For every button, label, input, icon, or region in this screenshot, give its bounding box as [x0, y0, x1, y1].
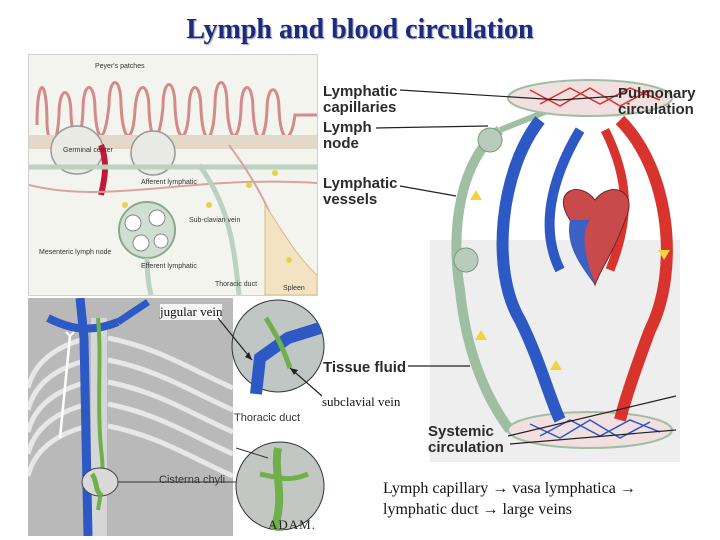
- label-thoracic-duct-small: Thoracic duct: [215, 281, 258, 288]
- intestine-lymph-drawing: [29, 55, 317, 295]
- label-thoracic-duct: Thoracic duct: [234, 412, 301, 424]
- label-peyers-patches: Peyer's patches: [95, 63, 145, 70]
- circulation-diagram: [430, 70, 680, 462]
- label-subclavial-vein: subclavial vein: [322, 394, 401, 410]
- label-cisterna-chyli: Cisterna chyli: [159, 474, 226, 486]
- pathway-caption: Lymph capillary → vasa lymphatica → lymp…: [383, 480, 636, 518]
- label-spleen: Spleen: [283, 285, 305, 292]
- label-germinal-center: Germinal center: [63, 147, 113, 154]
- label-afferent-lymphatic: Afferent lymphatic: [141, 179, 197, 186]
- label-efferent-lymphatic: Efferent lymphatic: [141, 263, 197, 270]
- label-tissue-fluid: Tissue fluid: [323, 359, 407, 376]
- label-subclavian-vein: Sub-clavian vein: [189, 217, 241, 224]
- thoracic-duct-illustration: jugular vein Thoracic duct Cisterna chyl…: [28, 298, 328, 536]
- intestine-lymph-illustration: Peyer's patches Germinal center Afferent…: [28, 54, 318, 296]
- page-title: Lymph and blood circulation: [186, 14, 534, 45]
- thoracic-duct-drawing: [28, 298, 325, 536]
- circulation-drawing: [430, 70, 680, 462]
- label-mesenteric-lymph-node: Mesenteric lymph node: [39, 249, 112, 256]
- adam-logo: ADAM.: [268, 517, 316, 532]
- label-jugular-vein: jugular vein: [160, 304, 223, 320]
